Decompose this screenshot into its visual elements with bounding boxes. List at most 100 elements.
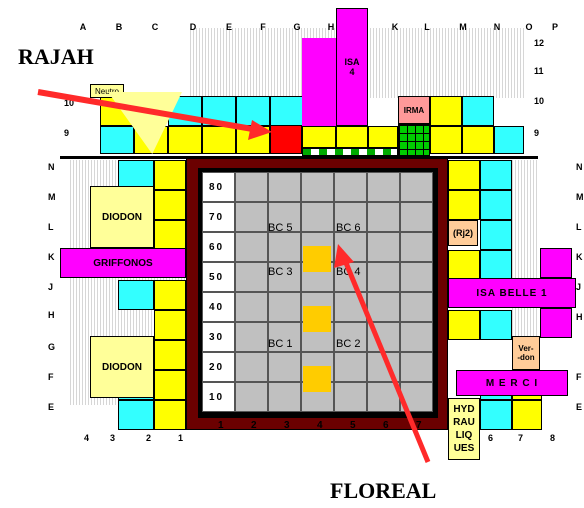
berth-cell	[270, 96, 304, 126]
row-letter: H	[48, 310, 55, 320]
column-letter: M	[459, 22, 467, 32]
bc-label: BC 2	[336, 338, 361, 350]
column-letter: D	[189, 22, 197, 32]
berth-cell	[494, 126, 524, 154]
row-letter: N	[48, 162, 55, 172]
bottom-number-8: 8	[550, 433, 556, 443]
pool-y-label: 70	[209, 212, 225, 223]
isa4-label: ISA 4	[344, 57, 360, 77]
pool-cell	[202, 232, 235, 262]
griffonos-stand: GRIFFONOS	[60, 248, 186, 278]
row-letter: J	[576, 282, 582, 292]
berth-cell	[154, 280, 186, 310]
pool-cell	[268, 292, 301, 322]
pool-cell	[235, 322, 268, 352]
pool-cell	[268, 172, 301, 202]
berth-cell	[368, 126, 398, 148]
pool-cell	[235, 262, 268, 292]
row-letter: F	[48, 372, 54, 382]
pool-cell	[400, 232, 433, 262]
pool-cell	[268, 322, 301, 352]
bottom-number-4: 4	[84, 433, 90, 443]
pool-cell	[202, 322, 235, 352]
magenta-cell	[540, 308, 572, 338]
pool-cell	[334, 172, 367, 202]
pool-y-label: 40	[209, 302, 225, 313]
pool-cell	[400, 352, 433, 382]
column-letter: K	[391, 22, 399, 32]
pool-x-label: 6	[383, 420, 389, 431]
berth-cell	[202, 96, 236, 126]
row-letter: G	[48, 342, 56, 352]
rajah-berth	[270, 123, 302, 154]
pool-y-label: 80	[209, 182, 225, 193]
pool-x-label: 1	[218, 420, 224, 431]
pool-cell	[235, 172, 268, 202]
berth-cell	[154, 220, 186, 250]
row-number-9: 9	[534, 128, 540, 138]
pool-cell	[268, 232, 301, 262]
berth-cell	[448, 250, 480, 280]
pool-x-label: 2	[251, 420, 257, 431]
pool-cell	[334, 202, 367, 232]
bottom-number-1: 1	[178, 433, 184, 443]
berth-cell	[154, 160, 186, 190]
row-letter: K	[48, 252, 55, 262]
row-number-10: 10	[534, 96, 545, 106]
bc-label: BC 3	[268, 266, 293, 278]
rj2-stand: (Rj2)	[448, 220, 478, 246]
highlighted-pool-cell	[303, 246, 331, 272]
berth-cell	[154, 400, 186, 430]
row-number-12: 12	[534, 38, 545, 48]
magenta-cell	[540, 248, 572, 278]
isa4-stand-top: ISA 4	[336, 8, 368, 126]
row-letter: M	[48, 192, 56, 202]
column-letter: F	[260, 22, 266, 32]
column-letter: N	[493, 22, 501, 32]
bc-label: BC 1	[268, 338, 293, 350]
pool-cell	[400, 202, 433, 232]
pool-cell	[235, 202, 268, 232]
berth-cell	[118, 160, 154, 190]
berth-cell	[154, 340, 186, 370]
row-letter: H	[576, 312, 583, 322]
row-letter: E	[576, 402, 583, 412]
column-letter: P	[551, 22, 558, 32]
pool-cell	[334, 352, 367, 382]
diodon-bottom-stand: DIODON	[90, 336, 154, 398]
berth-cell	[236, 96, 270, 126]
pool-cell	[202, 292, 235, 322]
pool-cell	[235, 352, 268, 382]
bc-label: BC 5	[268, 222, 293, 234]
berth-cell	[154, 190, 186, 220]
pool-x-label: 5	[350, 420, 356, 431]
berth-cell	[448, 310, 480, 340]
berth-cell	[154, 310, 186, 340]
pool-cell	[268, 352, 301, 382]
pool-cell	[202, 352, 235, 382]
pool-cell	[268, 262, 301, 292]
berth-cell	[302, 126, 336, 148]
pool-cell	[400, 382, 433, 412]
column-letter: B	[115, 22, 123, 32]
bottom-number-2: 2	[146, 433, 152, 443]
berth-cell	[448, 160, 480, 190]
pool-y-label: 50	[209, 272, 225, 283]
pool-cell	[400, 172, 433, 202]
pool-cell	[367, 382, 400, 412]
column-letter: E	[225, 22, 232, 32]
pool-cell	[367, 322, 400, 352]
pool-x-label: 7	[416, 420, 422, 431]
pool-y-label: 20	[209, 362, 225, 373]
berth-cell	[430, 126, 462, 154]
column-letter: C	[151, 22, 159, 32]
left-row-number-9: 9	[64, 128, 70, 138]
row-letter: N	[576, 162, 583, 172]
berth-cell	[480, 250, 512, 280]
quay-line	[60, 156, 538, 159]
berth-cell	[462, 126, 494, 154]
row-letter: K	[576, 252, 583, 262]
checker-strip	[302, 148, 398, 156]
pool-cell	[400, 292, 433, 322]
row-letter: E	[48, 402, 55, 412]
